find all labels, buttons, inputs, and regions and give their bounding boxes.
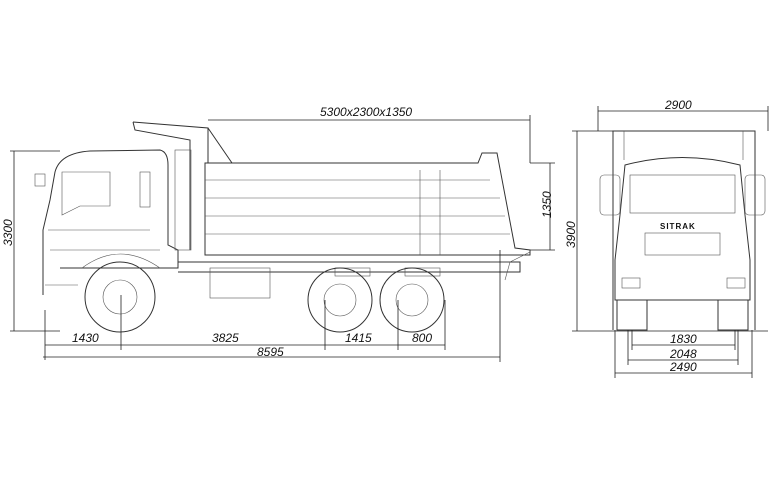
- track-2-label: 2048: [669, 347, 697, 361]
- mirror: [34, 173, 46, 187]
- rear-wheel-1: [307, 267, 373, 333]
- length-dim-line: [43, 250, 501, 362]
- body-frame: [612, 130, 756, 330]
- width-dim-line: [597, 106, 769, 131]
- right-headlight: [726, 277, 746, 289]
- left-headlight: [621, 277, 641, 289]
- side-view: 5300x2300x1350 3300 1350 1430 3825 1415 …: [1, 105, 555, 362]
- track-1-label: 1830: [670, 332, 697, 346]
- body-dim-line: [208, 115, 531, 163]
- cab-lines: [45, 229, 160, 286]
- cab-front: [614, 157, 751, 301]
- right-mirror: [744, 174, 766, 216]
- height-dim-line-front: [572, 130, 768, 332]
- left-mirror: [599, 174, 621, 216]
- tail-hitch: [490, 251, 531, 281]
- body-posts: [623, 131, 744, 160]
- cab-outline: [42, 149, 179, 295]
- body-height-dim-line: [530, 162, 555, 251]
- front-view: SITRAK 2900 3900 1830 2048 2490: [564, 98, 769, 378]
- front-height-label: 3900: [564, 221, 578, 248]
- front-overhang-label: 1430: [72, 331, 99, 345]
- height-label: 3300: [1, 219, 15, 246]
- wheelbase-2-label: 1415: [345, 331, 372, 345]
- wheel-arch: [81, 253, 161, 269]
- cab-side-window: [139, 171, 151, 208]
- body-ribs: [205, 170, 510, 255]
- width-2-label: 2490: [669, 360, 697, 374]
- brand-logo: SITRAK: [660, 222, 696, 231]
- length-label: 8595: [257, 345, 284, 359]
- canopy: [132, 121, 233, 250]
- windshield: [629, 174, 736, 214]
- spring-front: [334, 267, 371, 277]
- rear-wheel-2: [379, 267, 445, 333]
- tank: [209, 267, 271, 299]
- right-tire: [717, 299, 749, 331]
- cab-window: [61, 171, 111, 216]
- axle-dim-line: [44, 295, 446, 360]
- height-dim-line: [10, 150, 60, 332]
- rear-overhang-label: 800: [412, 331, 432, 345]
- front-wheel: [84, 261, 156, 333]
- body-dims-label: 5300x2300x1350: [320, 105, 412, 119]
- ladder: [174, 149, 192, 251]
- width-label: 2900: [664, 98, 692, 112]
- track-dim-lines: [614, 330, 753, 378]
- wheelbase-1-label: 3825: [212, 331, 239, 345]
- dump-body: [204, 152, 531, 256]
- spring-rear: [404, 267, 441, 277]
- left-tire: [616, 299, 648, 331]
- grille: [644, 232, 721, 256]
- body-height-label: 1350: [540, 191, 554, 218]
- chassis-frame: [178, 261, 521, 273]
